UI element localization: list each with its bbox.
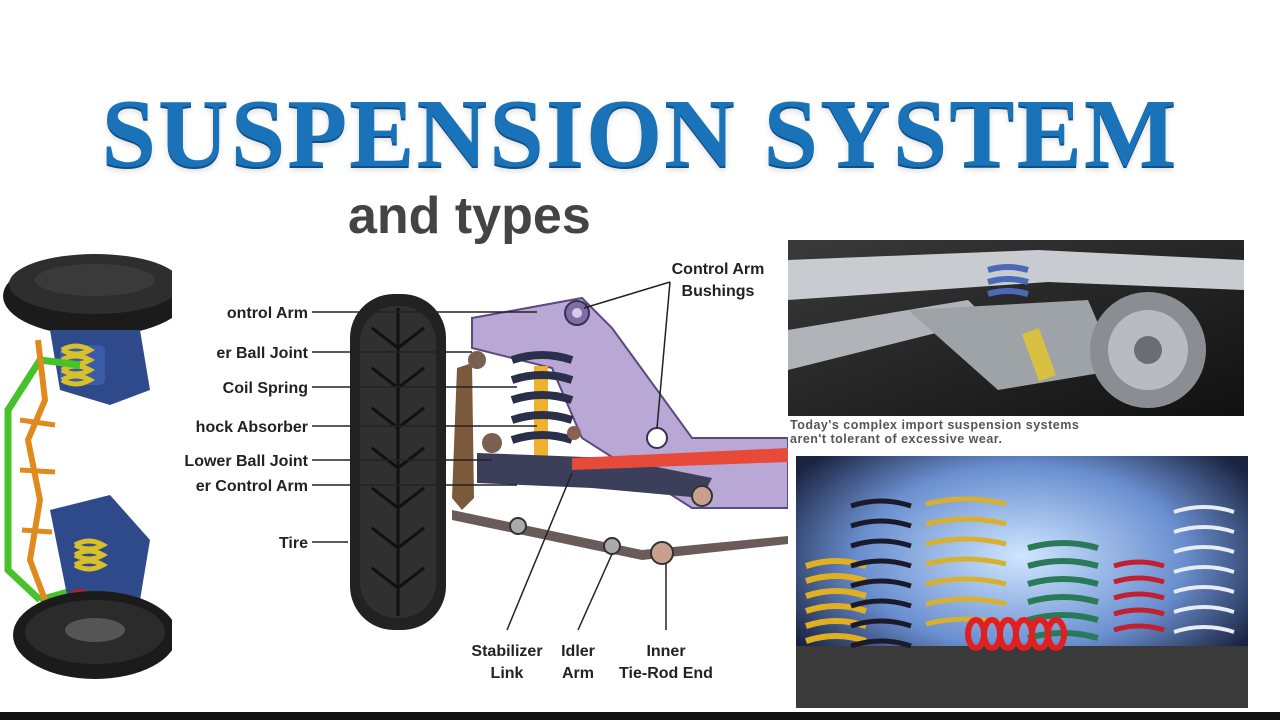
photo-caption-line2: aren't tolerant of excessive wear. (790, 432, 1003, 446)
label-upper-control-arm: ontrol Arm (227, 305, 308, 322)
photo-caption: Today's complex import suspension system… (790, 418, 1240, 446)
label-control-arm-bushings-line1: Control Arm (672, 261, 765, 278)
label-inner-tie-rod-line1: Inner (646, 643, 685, 660)
suspension-diagram: ontrol Arm er Ball Joint Coil Spring hoc… (172, 248, 788, 718)
suspension-photo (788, 240, 1244, 416)
photo-caption-line1: Today's complex import suspension system… (790, 418, 1080, 432)
bottom-border (0, 712, 1280, 720)
label-shock-absorber: hock Absorber (196, 419, 308, 436)
page-subtitle: and types (348, 187, 591, 245)
label-stabilizer-link-line2: Link (491, 665, 524, 682)
label-lower-ball-joint: Lower Ball Joint (184, 453, 308, 470)
suspension-render-image (0, 240, 190, 710)
label-inner-tie-rod-line2: Tie-Rod End (619, 665, 713, 682)
label-idler-arm-line2: Arm (562, 665, 594, 682)
label-control-arm-bushings-line2: Bushings (682, 283, 755, 300)
label-idler-arm-line1: Idler (561, 643, 595, 660)
label-upper-ball-joint: er Ball Joint (216, 345, 308, 362)
label-lower-control-arm: er Control Arm (196, 478, 308, 495)
page-title: SUSPENSION SYSTEM (101, 80, 1179, 188)
label-stabilizer-link-line1: Stabilizer (471, 643, 542, 660)
label-tire: Tire (279, 535, 308, 552)
coil-springs-photo (796, 456, 1248, 708)
tire-graphic (350, 294, 446, 630)
label-coil-spring: Coil Spring (223, 380, 308, 397)
